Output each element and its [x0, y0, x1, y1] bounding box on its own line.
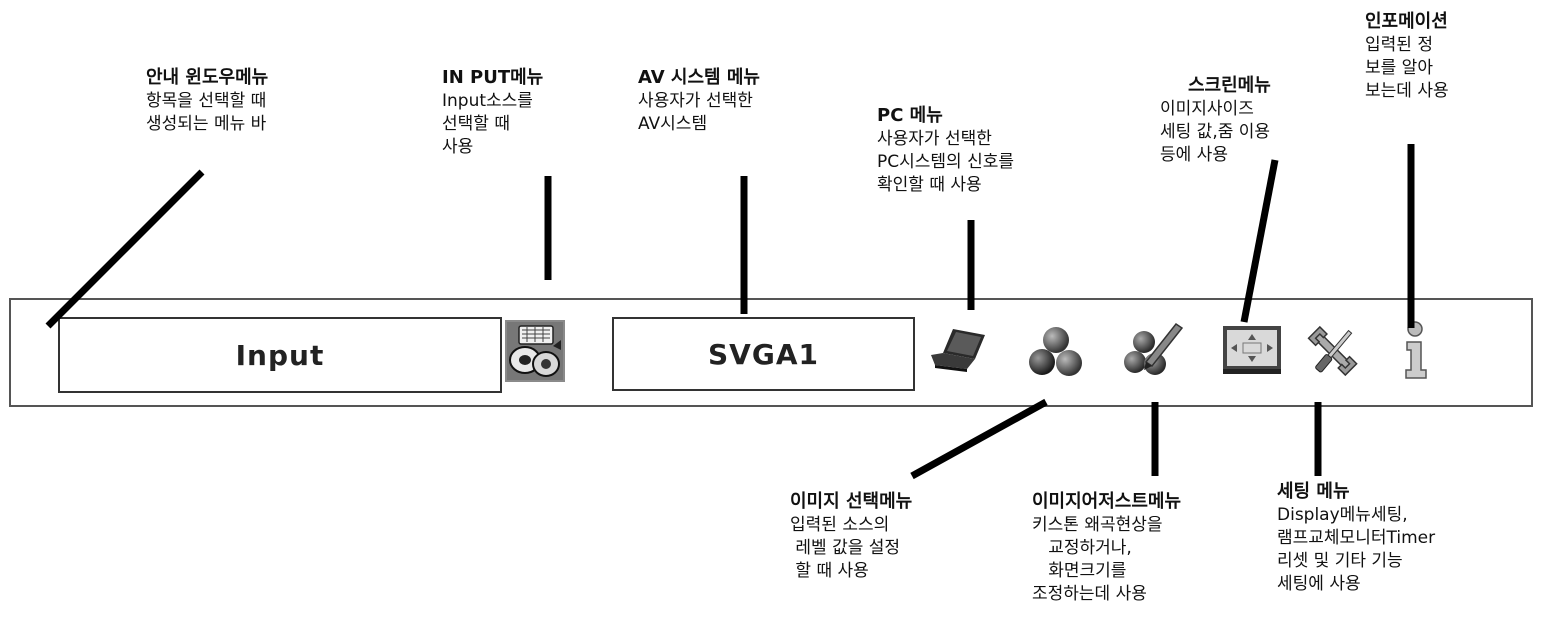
- setting-tools-icon[interactable]: [1303, 320, 1365, 382]
- callout-image-adjust-menu: 이미지어저스트메뉴 키스톤 왜곡현상을 교정하거나, 화면크기를 조정하는데 사…: [1032, 490, 1181, 606]
- callout-av-system-menu: AV 시스템 메뉴 사용자가 선택한 AV시스템: [638, 66, 760, 136]
- callout-title: PC 메뉴: [877, 105, 943, 126]
- image-select-icon[interactable]: [1027, 322, 1085, 380]
- callout-image-select-menu: 이미지 선택메뉴 입력된 소스의 레벨 값을 설정 할 때 사용: [790, 490, 912, 583]
- callout-title: 인포메이션: [1365, 11, 1448, 32]
- callout-title: 이미지 선택메뉴: [790, 491, 913, 512]
- callout-title: 스크린메뉴: [1188, 75, 1271, 96]
- callout-description: 입력된 정 보를 알아 보는데 사용: [1365, 35, 1449, 101]
- callout-title: 이미지어저스트메뉴: [1032, 491, 1182, 512]
- leader-line-image-select: [910, 398, 1048, 480]
- callout-description: Display메뉴세팅, 램프교체모니터Timer 리셋 및 기타 기능 세팅에…: [1277, 505, 1436, 594]
- callout-description: Input소스를 선택할 때 사용: [442, 91, 533, 157]
- callout-pc-menu: PC 메뉴 사용자가 선택한 PC시스템의 신호를 확인할 때 사용: [877, 104, 1014, 197]
- callout-input-menu: IN PUT메뉴 Input소스를 선택할 때 사용: [442, 66, 543, 159]
- callout-title: AV 시스템 메뉴: [638, 67, 760, 88]
- callout-description: 사용자가 선택한 PC시스템의 신호를 확인할 때 사용: [877, 129, 1015, 195]
- pc-laptop-icon[interactable]: [929, 325, 991, 375]
- callout-screen-menu: 스크린메뉴 이미지사이즈 세팅 값,줌 이용 등에 사용: [1160, 74, 1271, 167]
- information-icon[interactable]: [1399, 320, 1433, 382]
- callout-description: 항목을 선택할 때 생성되는 메뉴 바: [146, 91, 267, 134]
- image-adjust-icon[interactable]: [1122, 320, 1186, 382]
- av-system-field[interactable]: SVGA1: [612, 317, 915, 391]
- input-menu-icon[interactable]: [505, 320, 565, 382]
- callout-title: 세팅 메뉴: [1277, 481, 1350, 502]
- callout-information: 인포메이션 입력된 정 보를 알아 보는데 사용: [1365, 10, 1449, 103]
- callout-description: 사용자가 선택한 AV시스템: [638, 91, 753, 134]
- callout-title: IN PUT메뉴: [442, 67, 544, 88]
- callout-guide-window: 안내 윈도우메뉴 항목을 선택할 때 생성되는 메뉴 바: [146, 66, 268, 136]
- callout-description: 키스톤 왜곡현상을 교정하거나, 화면크기를 조정하는데 사용: [1032, 515, 1163, 604]
- callout-description: 입력된 소스의 레벨 값을 설정 할 때 사용: [790, 515, 901, 581]
- menu-bar: Input SVGA1: [9, 298, 1533, 407]
- callout-description: 이미지사이즈 세팅 값,줌 이용 등에 사용: [1160, 99, 1271, 165]
- screen-icon[interactable]: [1221, 322, 1283, 376]
- callout-setting-menu: 세팅 메뉴 Display메뉴세팅, 램프교체모니터Timer 리셋 및 기타 …: [1277, 480, 1435, 596]
- input-source-field[interactable]: Input: [58, 317, 502, 393]
- callout-title: 안내 윈도우메뉴: [146, 67, 269, 88]
